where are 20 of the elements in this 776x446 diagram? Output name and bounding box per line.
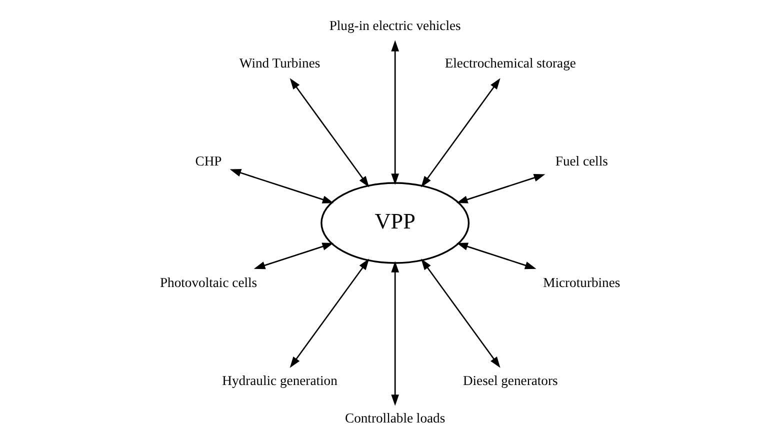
node-text: Photovoltaic cells (159, 274, 257, 290)
node-text: Fuel cells (554, 154, 608, 169)
arrow (456, 242, 536, 270)
node-text: Electrochemical storage (444, 56, 576, 71)
arrow (289, 78, 369, 188)
arrow (420, 78, 500, 188)
node-text: Diesel generators (462, 372, 558, 388)
node-text: Controllable loads (344, 410, 445, 426)
arrow (229, 169, 334, 204)
node-text: Microturbines (542, 274, 620, 290)
arrow (420, 258, 500, 368)
arrow (456, 174, 545, 204)
node-text: Wind Turbines (238, 56, 320, 71)
node-text: Plug-in electric vehicles (328, 18, 460, 34)
node-text: Hydraulic generation (222, 372, 337, 388)
arrow (253, 242, 334, 270)
node-text: CHP (194, 154, 222, 169)
arrow (289, 258, 369, 368)
arrow (390, 40, 399, 185)
arrow (390, 261, 399, 406)
